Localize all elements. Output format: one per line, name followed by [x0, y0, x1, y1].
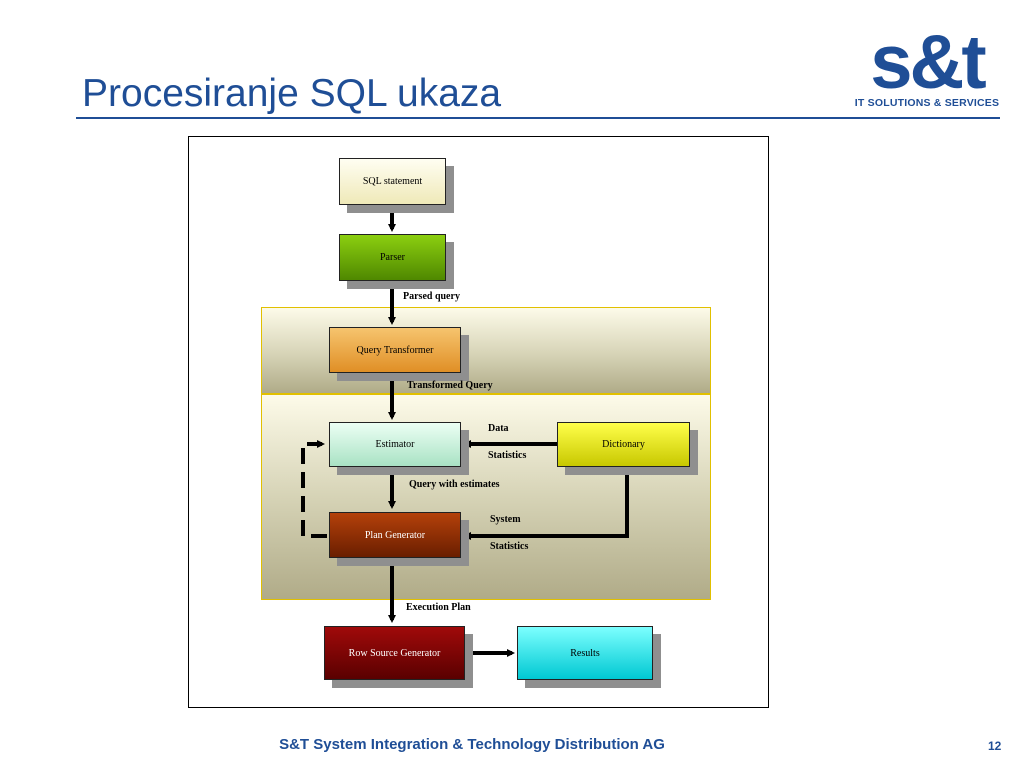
dashed-feedback-loop [301, 440, 327, 538]
label-statistics-1: Statistics [488, 450, 527, 461]
page-number: 12 [988, 739, 1002, 753]
label-data: Data [488, 423, 509, 434]
node-results: Results [517, 626, 653, 680]
node-estimator: Estimator [329, 422, 461, 467]
node-row-source-generator: Row Source Generator [324, 626, 465, 680]
node-dictionary: Dictionary [557, 422, 690, 467]
title-underline [76, 117, 1000, 119]
svg-text:s&t: s&t [870, 22, 986, 105]
node-plan-generator: Plan Generator [329, 512, 461, 558]
node-parser: Parser [339, 234, 446, 281]
label-statistics-2: Statistics [490, 541, 529, 552]
logo-tagline: IT SOLUTIONS & SERVICES [854, 97, 1000, 109]
label-query-with-estimates: Query with estimates [409, 479, 500, 490]
arrow-dictionary-to-plan [463, 468, 629, 540]
label-transformed-query: Transformed Query [407, 380, 493, 391]
slide-footer: S&T System Integration & Technology Dist… [279, 736, 665, 753]
label-execution-plan: Execution Plan [406, 602, 471, 613]
label-parsed-query: Parsed query [403, 291, 460, 302]
label-system: System [490, 514, 521, 525]
slide-title: Procesiranje SQL ukaza [82, 72, 502, 115]
st-logo: s&t [870, 22, 989, 105]
node-query-transformer: Query Transformer [329, 327, 461, 373]
node-sql-statement: SQL statement [339, 158, 446, 205]
